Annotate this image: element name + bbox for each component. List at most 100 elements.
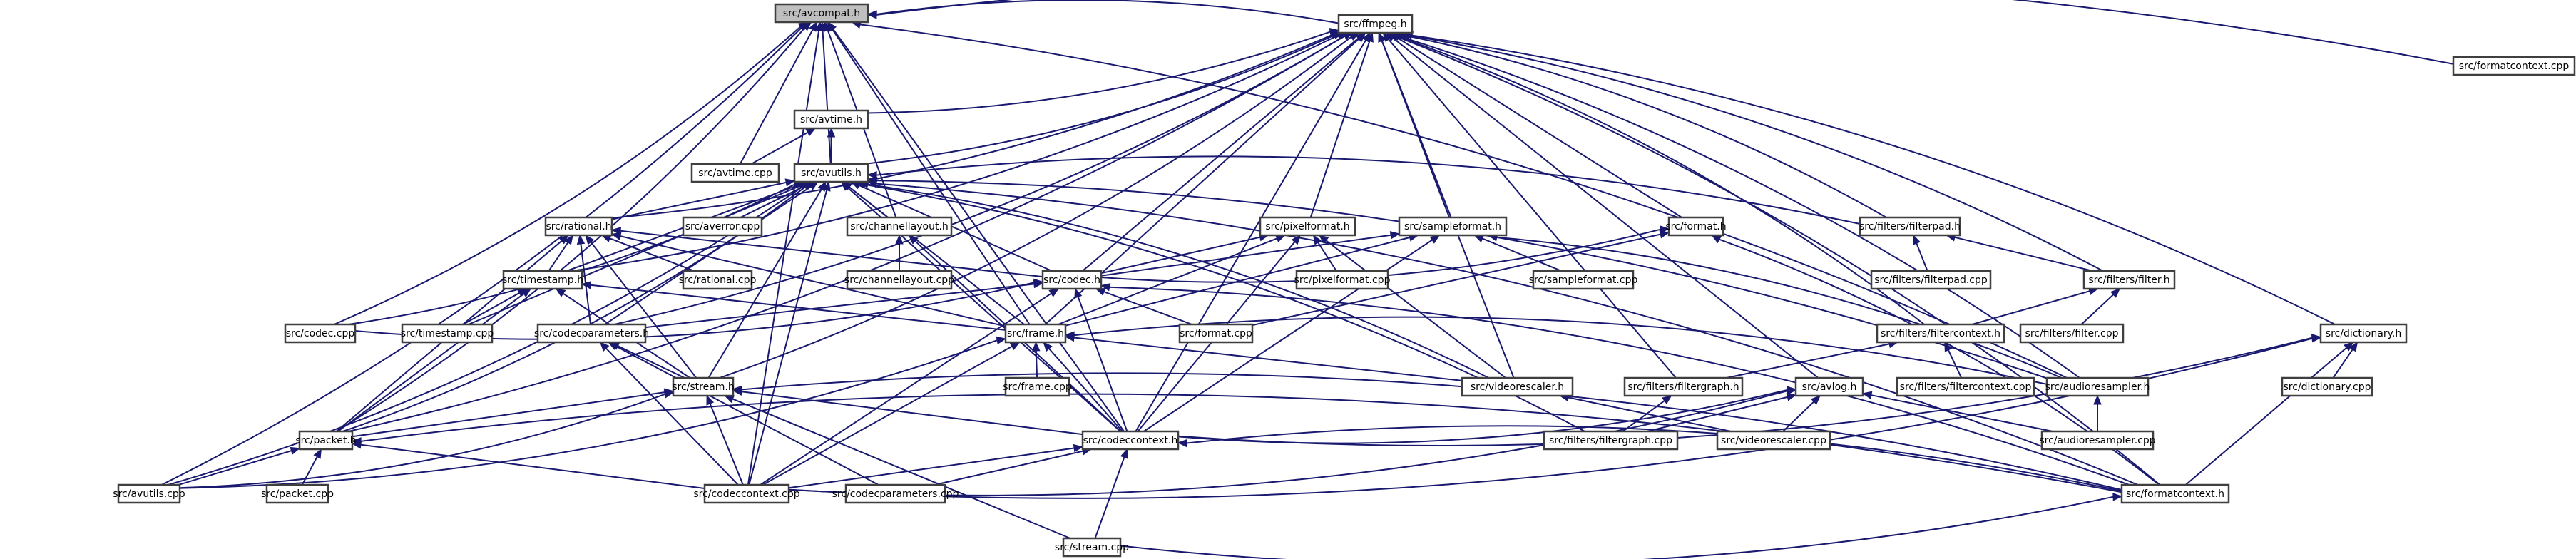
node-stream-h[interactable]: src/stream.h <box>672 376 735 397</box>
node-sampleformat-cpp[interactable]: src/sampleformat.cpp <box>1529 270 1638 290</box>
node-box <box>2281 376 2373 397</box>
node-label: src/stream.cpp <box>1055 542 1129 553</box>
edge-audioresampler-h-to-sampleformat-h <box>1496 236 2063 379</box>
node-codeccontext-cpp[interactable]: src/codeccontext.cpp <box>693 483 800 504</box>
node-codecparameters-h[interactable]: src/codecparameters.h <box>534 323 649 344</box>
node-videorescaler-h[interactable]: src/videorescaler.h <box>1461 376 1574 397</box>
arrowhead-icon <box>867 180 878 188</box>
node-filter-h[interactable]: src/filters/filter.h <box>2082 270 2176 290</box>
edge-filtercontext-h-to-ffmpeg-h <box>1399 36 1925 325</box>
node-averror-cpp[interactable]: src/averror.cpp <box>682 216 763 237</box>
node-stream-cpp[interactable]: src/stream.cpp <box>1055 537 1129 558</box>
node-label: src/codecparameters.h <box>534 328 649 339</box>
edge-videorescaler-cpp-to-videorescaler-h <box>1568 396 1732 432</box>
edge-timestamp-h-to-rational-h <box>548 242 569 272</box>
node-pixelformat-h[interactable]: src/pixelformat.h <box>1259 216 1356 237</box>
edge-codeccontext-cpp-to-frame-h <box>762 345 1013 486</box>
node-filtergraph-cpp[interactable]: src/filters/filtergraph.cpp <box>1543 430 1679 451</box>
node-dictionary-cpp[interactable]: src/dictionary.cpp <box>2281 376 2373 397</box>
edge-frame-h-to-avcompat-h <box>832 29 1031 325</box>
node-layer: src/avcompat.h src/ffmpeg.h src/formatcont… <box>113 3 2576 558</box>
node-box <box>672 376 735 397</box>
edge-filter-h-to-filterpad-h <box>1954 236 2093 272</box>
arrowhead-icon <box>799 21 810 31</box>
node-codeccontext-h[interactable]: src/codeccontext.h <box>1081 430 1180 451</box>
node-box <box>1543 430 1679 451</box>
node-frame-h[interactable]: src/frame.h <box>1004 323 1067 344</box>
node-label: src/filters/filter.cpp <box>2025 328 2119 339</box>
edge-codeccontext-h-to-stream-h <box>741 391 1083 436</box>
arrowhead-icon <box>610 227 622 235</box>
node-avutils-h[interactable]: src/avutils.h <box>793 163 869 183</box>
node-rational-cpp[interactable]: src/rational.cpp <box>679 270 757 290</box>
node-codec-cpp[interactable]: src/codec.cpp <box>284 323 357 344</box>
node-filter-cpp[interactable]: src/filters/filter.cpp <box>2019 323 2125 344</box>
node-timestamp-h[interactable]: src/timestamp.h <box>502 270 583 290</box>
arrowhead-icon <box>564 234 573 245</box>
edge-stream-h-to-rational-h <box>590 241 697 379</box>
node-format-cpp[interactable]: src/format.cpp <box>1178 323 1254 344</box>
node-box <box>1859 216 1961 237</box>
node-pixelformat-cpp[interactable]: src/pixelformat.cpp <box>1294 270 1391 290</box>
node-frame-cpp[interactable]: src/frame.cpp <box>1003 376 1072 397</box>
edge-sampleformat-cpp-to-sampleformat-h <box>1482 237 1562 272</box>
node-audioresampler-cpp[interactable]: src/audioresampler.cpp <box>2039 430 2156 451</box>
node-dictionary-h[interactable]: src/dictionary.h <box>2319 323 2408 344</box>
edge-frame-h-to-timestamp-h <box>590 284 1006 331</box>
node-label: src/ffmpeg.h <box>1344 19 1406 30</box>
edge-avutils-h-to-ffmpeg-h <box>863 34 1335 165</box>
node-label: src/codeccontext.cpp <box>693 488 799 500</box>
node-box <box>298 430 354 451</box>
edge-codeccontext-cpp-to-dictionary-h <box>788 337 2313 499</box>
node-label: src/dictionary.cpp <box>2284 381 2371 393</box>
arrowhead-icon <box>908 235 919 245</box>
arrowhead-icon <box>1064 331 1075 339</box>
node-codec-h[interactable]: src/codec.h <box>1041 270 1103 290</box>
arrowhead-icon <box>996 336 1007 345</box>
node-format-h[interactable]: src/format.h <box>1665 216 1727 237</box>
node-formatcontext-cpp[interactable]: src/formatcontext.cpp <box>2452 56 2576 76</box>
node-rational-h[interactable]: src/rational.h <box>544 216 613 237</box>
node-box <box>2120 483 2230 504</box>
node-packet-h[interactable]: src/packet.h <box>295 430 357 451</box>
node-timestamp-cpp[interactable]: src/timestamp.cpp <box>401 323 494 344</box>
node-videorescaler-cpp[interactable]: src/videorescaler.cpp <box>1716 430 1831 451</box>
node-filterpad-h[interactable]: src/filters/filterpad.h <box>1859 216 1961 237</box>
node-avtime-cpp[interactable]: src/avtime.cpp <box>690 163 780 183</box>
arrowhead-icon <box>818 21 827 31</box>
node-avutils-cpp[interactable]: src/avutils.cpp <box>113 483 185 504</box>
node-audioresampler-h[interactable]: src/audioresampler.h <box>2045 376 2150 397</box>
node-codecparameters-cpp[interactable]: src/codecparameters.cpp <box>832 483 959 504</box>
node-label: src/rational.cpp <box>679 275 757 286</box>
node-avtime-h[interactable]: src/avtime.h <box>793 109 869 130</box>
edge-avutils-cpp-to-avcompat-h <box>161 26 803 486</box>
node-ffmpeg-h[interactable]: src/ffmpeg.h <box>1337 14 1414 34</box>
node-label: src/codec.cpp <box>286 328 355 339</box>
node-avlog-h[interactable]: src/avlog.h <box>1794 376 1864 397</box>
node-box <box>544 216 613 237</box>
node-filtergraph-h[interactable]: src/filters/filtergraph.h <box>1623 376 1744 397</box>
arrowhead-icon <box>585 234 595 245</box>
node-box <box>284 323 357 344</box>
node-label: src/averror.cpp <box>685 221 760 232</box>
node-filterpad-cpp[interactable]: src/filters/filterpad.cpp <box>1870 270 1992 290</box>
node-sampleformat-h[interactable]: src/sampleformat.h <box>1398 216 1508 237</box>
node-box <box>846 270 953 290</box>
node-filtercontext-cpp[interactable]: src/filters/filtercontext.cpp <box>1896 376 2035 397</box>
edge-codeccontext-h-to-avlog-h <box>1177 389 1788 444</box>
edge-packet-cpp-to-packet-h <box>301 456 318 486</box>
edge-audioresampler-h-to-frame-h <box>1073 316 2048 385</box>
node-channellayout-h[interactable]: src/channellayout.h <box>846 216 953 237</box>
edge-rational-cpp-to-rational-h <box>609 237 695 272</box>
arrowhead-icon <box>1662 395 1672 404</box>
arrowhead-icon <box>2348 341 2358 352</box>
arrowhead-icon <box>1312 234 1322 245</box>
node-label: src/formatcontext.h <box>2126 488 2224 500</box>
node-filtercontext-h[interactable]: src/filters/filtercontext.h <box>1876 323 2005 344</box>
node-box <box>690 163 780 183</box>
arrowhead-icon <box>290 446 301 455</box>
node-formatcontext-h[interactable]: src/formatcontext.h <box>2120 483 2230 504</box>
node-channellayout-cpp[interactable]: src/channellayout.cpp <box>844 270 954 290</box>
node-avcompat-h[interactable]: src/avcompat.h <box>774 3 869 24</box>
node-packet-cpp[interactable]: src/packet.cpp <box>261 483 334 504</box>
